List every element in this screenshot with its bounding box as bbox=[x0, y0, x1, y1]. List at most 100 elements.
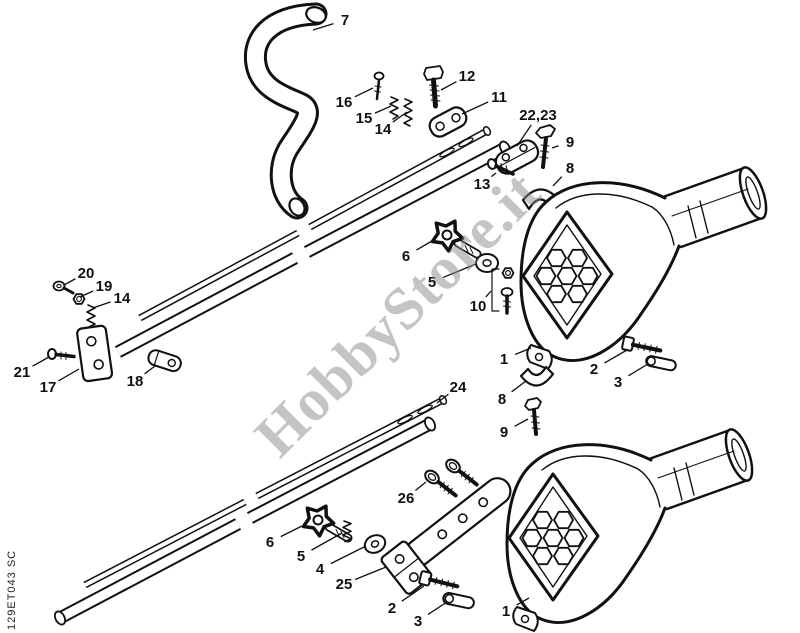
part-number-label: 7 bbox=[341, 12, 349, 29]
bolt-2-top bbox=[621, 335, 663, 354]
screw-16 bbox=[373, 71, 385, 101]
leader-line bbox=[604, 349, 628, 364]
leader-line bbox=[58, 368, 80, 382]
bracket-17 bbox=[76, 324, 114, 383]
part-number-label: 14 bbox=[114, 290, 131, 307]
part-number-label: 2 bbox=[590, 361, 598, 378]
leader-line bbox=[144, 365, 156, 375]
leader-line bbox=[401, 585, 425, 602]
part-number-label: 10 bbox=[470, 298, 487, 315]
washer-5-top bbox=[475, 253, 499, 273]
leader-line bbox=[79, 290, 94, 298]
drive-tube bbox=[114, 140, 512, 358]
leader-line bbox=[440, 81, 457, 91]
upper-assembly bbox=[47, 2, 772, 436]
leader-line bbox=[551, 145, 559, 149]
part-number-label: 21 bbox=[14, 364, 31, 381]
lever-18 bbox=[147, 349, 182, 373]
reference-code: 129ET043 SC bbox=[6, 549, 18, 630]
leader-line bbox=[627, 363, 649, 377]
part-number-label: 5 bbox=[428, 274, 436, 291]
leader-line bbox=[485, 290, 492, 298]
part-number-label: 14 bbox=[375, 121, 392, 138]
part-number-label: 17 bbox=[40, 379, 57, 396]
leader-line bbox=[414, 481, 427, 492]
part-number-label: 4 bbox=[316, 561, 325, 578]
part-number-label: 1 bbox=[500, 351, 508, 368]
throttle-rod bbox=[138, 126, 492, 322]
part-number-label: 16 bbox=[336, 94, 353, 111]
part-number-label: 3 bbox=[614, 374, 622, 391]
leader-line bbox=[427, 601, 448, 615]
part-number-label: 11 bbox=[491, 89, 507, 106]
leader-line bbox=[354, 87, 374, 98]
part-number-label: 5 bbox=[297, 548, 305, 565]
leader-line bbox=[312, 22, 334, 31]
screw-20 bbox=[52, 280, 75, 295]
leader-line bbox=[92, 301, 111, 309]
leader-line bbox=[552, 176, 563, 187]
screw-26-b bbox=[445, 458, 479, 487]
part-number-label: 8 bbox=[566, 160, 574, 177]
loop-handle bbox=[243, 2, 328, 220]
part-number-label: 9 bbox=[566, 134, 574, 151]
leader-line bbox=[32, 356, 50, 367]
knob-screw-6-top bbox=[453, 238, 482, 259]
screw-9-bottom bbox=[524, 397, 542, 436]
screw-21 bbox=[47, 348, 76, 360]
spring-5-bottom bbox=[342, 520, 352, 543]
drive-tube-lower bbox=[53, 416, 437, 626]
leader-line bbox=[516, 597, 530, 606]
part-number-label: 6 bbox=[266, 534, 274, 551]
part-number-label: 19 bbox=[96, 278, 113, 295]
part-number-label: 9 bbox=[500, 424, 508, 441]
part-number-label: 8 bbox=[498, 391, 506, 408]
part-number-label: 1 bbox=[502, 603, 510, 620]
part-number-label: 2 bbox=[388, 600, 396, 617]
rod-24 bbox=[83, 395, 448, 589]
bolt-2-bottom bbox=[418, 570, 460, 590]
leader-line bbox=[511, 380, 527, 393]
leader-line bbox=[63, 278, 76, 286]
clamp-11 bbox=[428, 106, 468, 138]
leader-line bbox=[280, 525, 303, 538]
part-number-label: 20 bbox=[78, 265, 95, 282]
part-number-label: 13 bbox=[474, 176, 491, 193]
part-number-label: 12 bbox=[459, 68, 476, 85]
lower-assembly bbox=[53, 395, 758, 631]
leader-line bbox=[416, 240, 433, 251]
part-number-label: 22,23 bbox=[519, 107, 557, 124]
part-number-label: 26 bbox=[398, 490, 415, 507]
spring-14 bbox=[403, 98, 413, 127]
leader-line bbox=[392, 111, 408, 123]
part-number-label: 18 bbox=[127, 373, 144, 390]
screw-26-a bbox=[424, 469, 458, 498]
leader-line bbox=[491, 172, 497, 178]
leader-line bbox=[461, 101, 489, 115]
leader-line bbox=[516, 124, 532, 147]
leader-line bbox=[330, 545, 367, 565]
part-number-label: 24 bbox=[450, 379, 467, 396]
leader-line bbox=[436, 393, 449, 404]
leader-line bbox=[442, 263, 477, 279]
screw-9-top bbox=[535, 124, 556, 169]
part-number-label: 15 bbox=[356, 110, 373, 127]
part-number-label: 25 bbox=[336, 576, 353, 593]
leader-line bbox=[311, 532, 343, 551]
spring-15 bbox=[389, 96, 399, 120]
leader-line bbox=[514, 347, 532, 356]
part-number-label: 3 bbox=[414, 613, 422, 630]
spring-14-left bbox=[86, 304, 96, 328]
t-pin-3-bottom bbox=[442, 592, 475, 610]
t-pin-3-top bbox=[645, 355, 677, 372]
clamp-half-8-bottom bbox=[519, 365, 555, 387]
part-number-label: 6 bbox=[402, 248, 410, 265]
leader-line bbox=[374, 105, 392, 114]
screw-13 bbox=[486, 158, 515, 176]
leader-line bbox=[354, 566, 387, 581]
leader-line bbox=[514, 418, 529, 427]
nut-bolt-10 bbox=[491, 267, 515, 315]
washer-4 bbox=[363, 534, 387, 554]
